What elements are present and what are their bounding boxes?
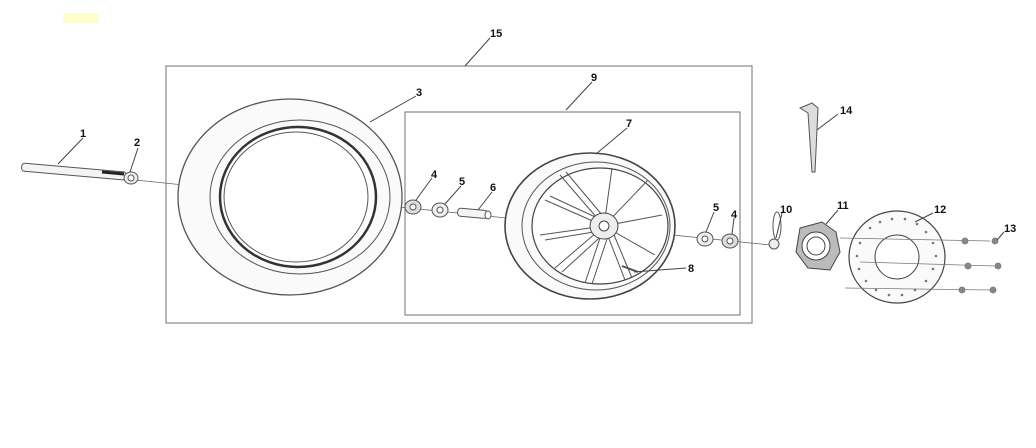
axle-nut-part bbox=[123, 171, 139, 185]
brake-disc-part bbox=[848, 210, 946, 304]
valve-tool-part bbox=[798, 102, 819, 173]
callout-4b: 4 bbox=[731, 209, 738, 221]
disc-bolts-part bbox=[839, 237, 1002, 294]
callout-12: 12 bbox=[934, 204, 946, 216]
callout-5a: 5 bbox=[459, 176, 465, 188]
spacer-part-left bbox=[404, 199, 422, 215]
callout-1: 1 bbox=[80, 128, 86, 140]
assembly-box-9 bbox=[404, 111, 741, 316]
callout-10: 10 bbox=[780, 204, 792, 216]
callout-14: 14 bbox=[840, 105, 853, 117]
callout-labels: 1 2 3 4 5 6 7 8 9 5 4 10 11 12 13 14 15 bbox=[80, 28, 1016, 275]
callout-4a: 4 bbox=[431, 169, 438, 181]
callout-15: 15 bbox=[490, 28, 502, 40]
valve-part bbox=[621, 265, 639, 273]
spacer-tube-part bbox=[457, 207, 492, 220]
callout-8: 8 bbox=[688, 263, 694, 275]
axle-part bbox=[21, 162, 127, 181]
wheel-rim-part bbox=[504, 152, 676, 300]
bearing-part-left bbox=[431, 202, 449, 218]
callout-11: 11 bbox=[837, 200, 849, 212]
spacer-part-right bbox=[721, 233, 739, 249]
callout-5b: 5 bbox=[713, 202, 719, 214]
highlight-mark bbox=[63, 13, 99, 23]
assembly-box-15 bbox=[165, 65, 753, 324]
collar-part bbox=[768, 211, 782, 250]
callout-2: 2 bbox=[134, 137, 140, 149]
callout-9: 9 bbox=[591, 72, 597, 84]
callout-7: 7 bbox=[626, 118, 632, 130]
callout-13: 13 bbox=[1004, 223, 1016, 235]
bearing-part-right bbox=[696, 231, 714, 247]
leader-lines bbox=[57, 37, 1005, 273]
disc-adaptor-part bbox=[795, 221, 841, 271]
callout-6: 6 bbox=[490, 182, 496, 194]
callout-3: 3 bbox=[416, 87, 422, 99]
tire-part bbox=[177, 98, 403, 296]
